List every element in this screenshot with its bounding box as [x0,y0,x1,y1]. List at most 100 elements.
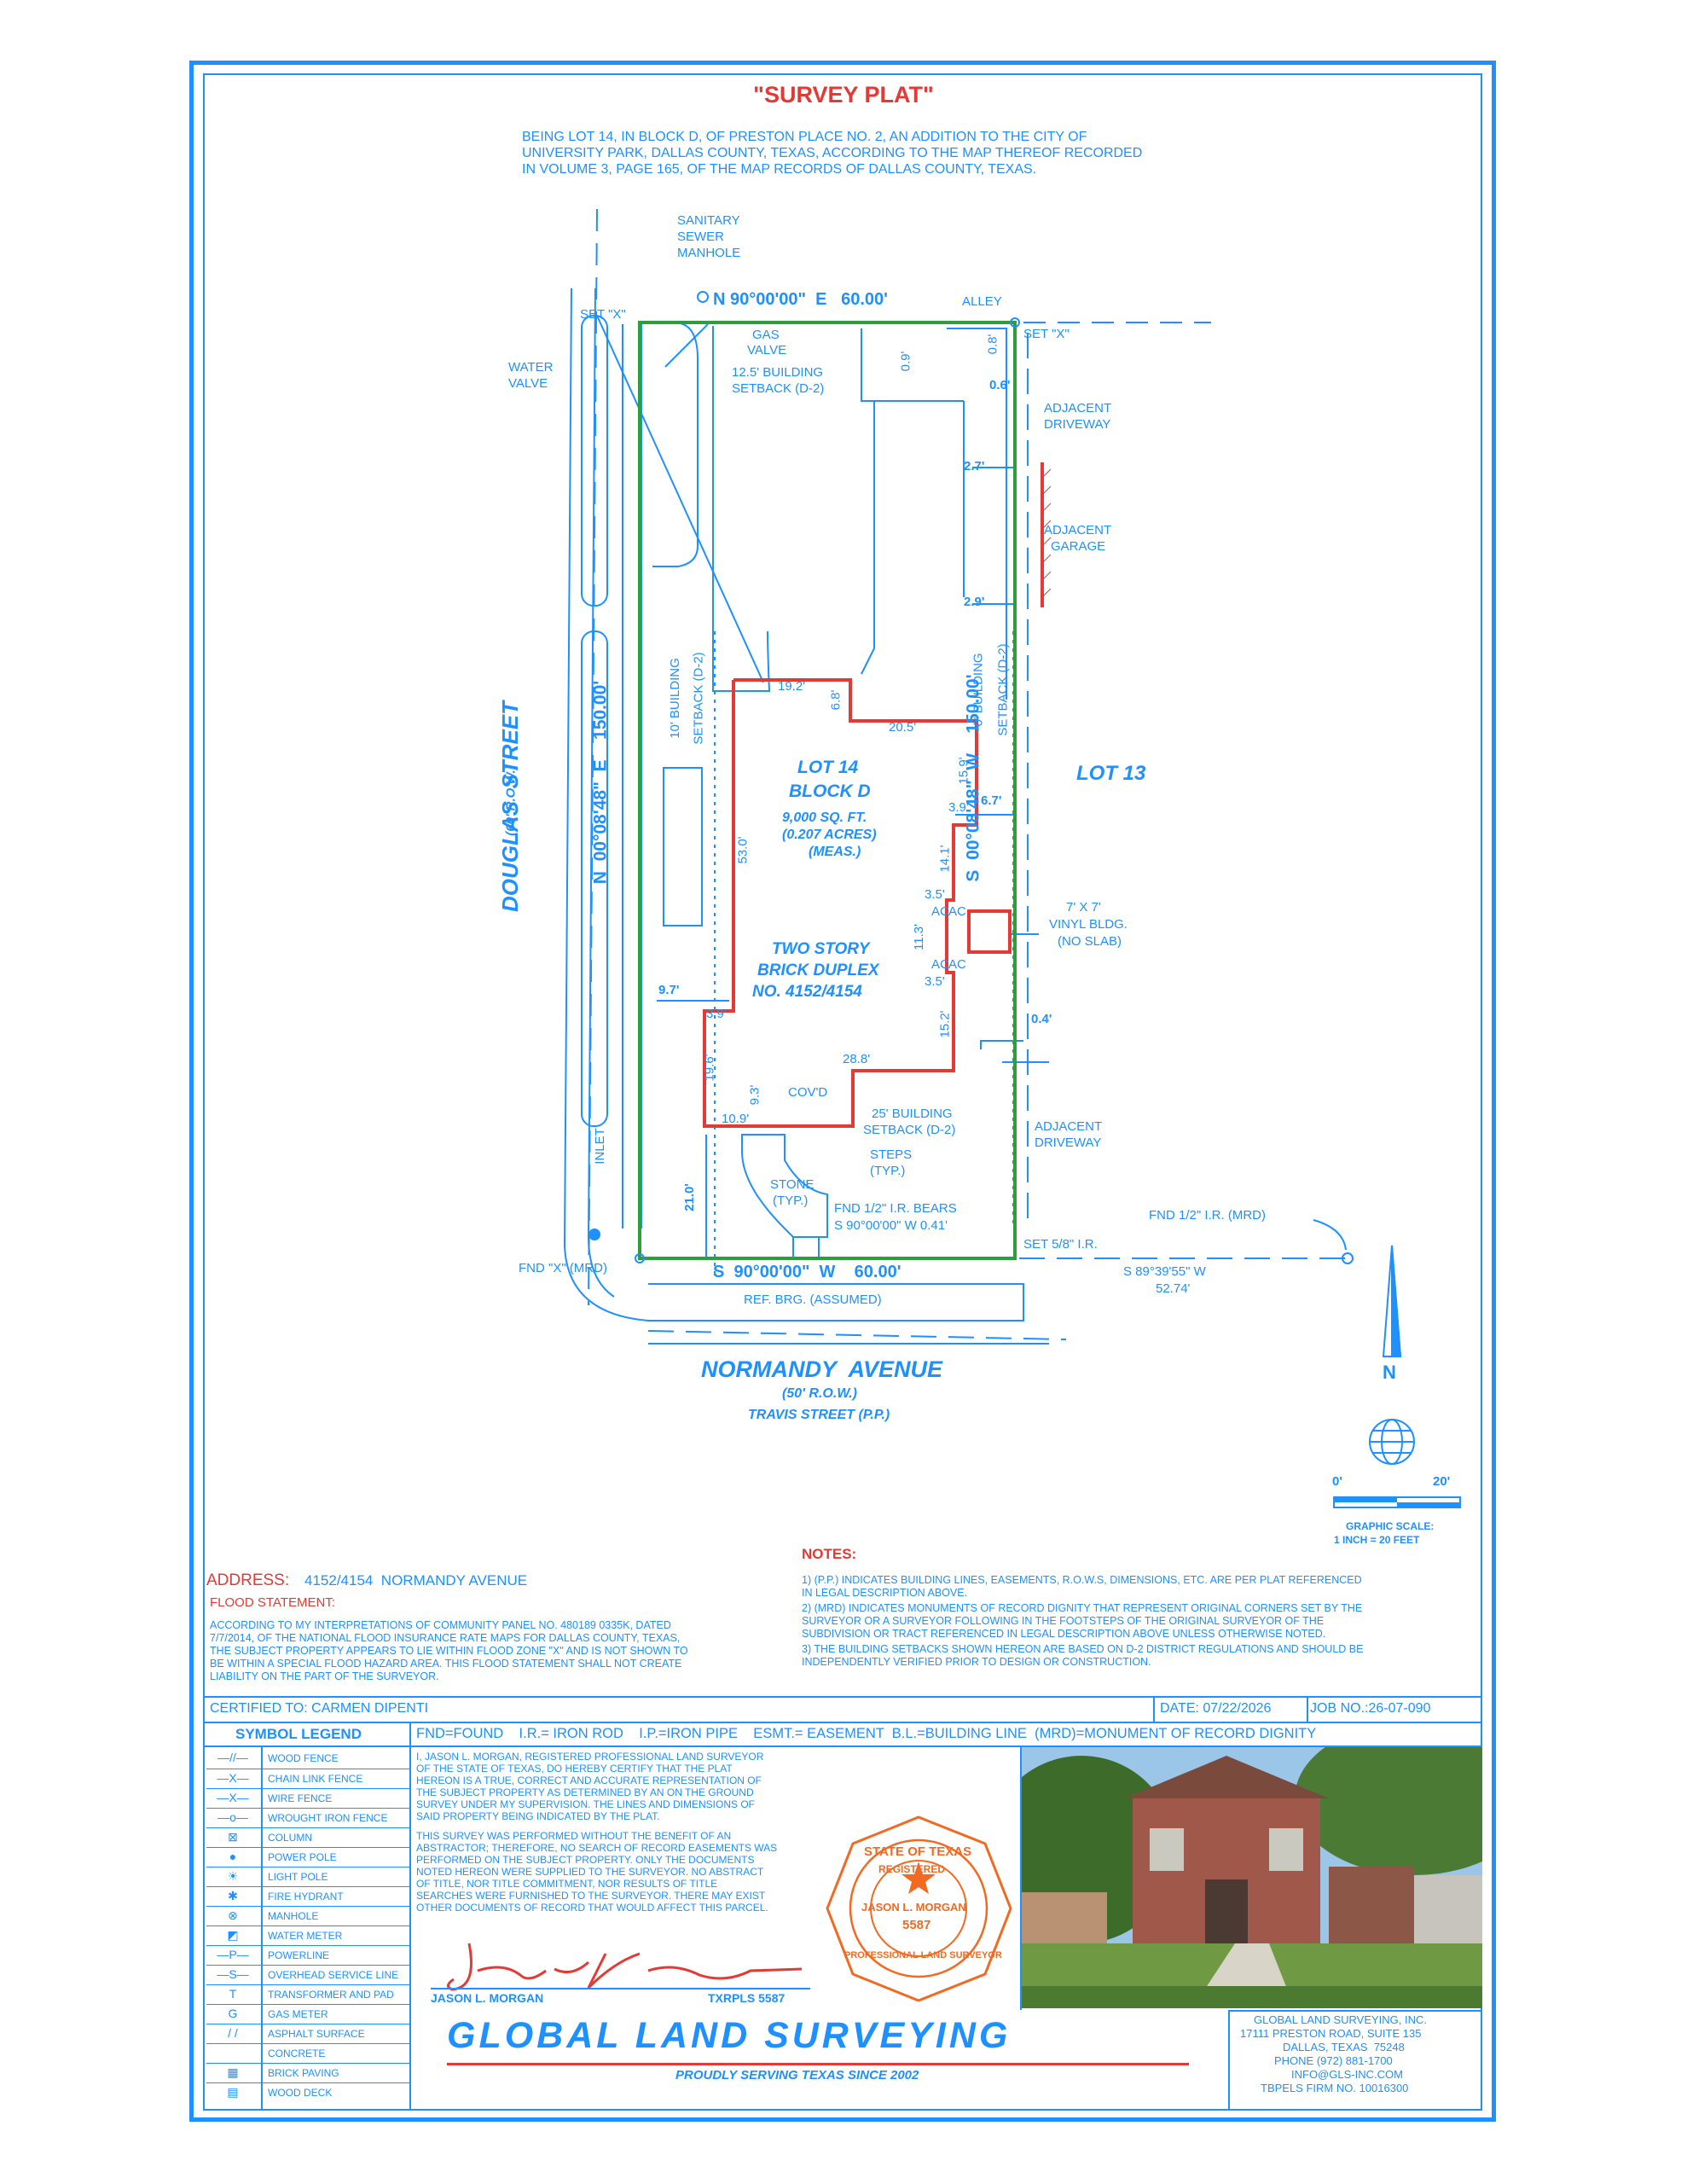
south-line-bearing: S 90°00'00" W 60.00' [713,1263,901,1281]
flood-statement-line: ACCORDING TO MY INTERPRETATIONS OF COMMU… [210,1619,671,1631]
legend-symbol: —P— [217,1948,249,1961]
sewer-label: MANHOLE [677,246,741,260]
parkway-island [581,315,608,607]
dim-label: 11.3' [911,924,926,950]
dim-label: 21.0' [681,1183,697,1211]
logo-rule [447,2063,1189,2065]
legend-symbol: —X— [217,1771,249,1785]
normandy-avenue-label: NORMANDY AVENUE [701,1356,943,1382]
legend-item: ▤WOOD DECK [206,2082,409,2102]
dim-label: 3.9' [706,1007,727,1021]
legal-description-line: IN VOLUME 3, PAGE 165, OF THE MAP RECORD… [522,162,1037,177]
certification-line: NOTED HEREON WERE SUPPLIED TO THE SURVEY… [416,1866,764,1878]
legend-symbol: —//— [217,1751,248,1764]
set-x-monument [1010,317,1020,328]
lot-area: 9,000 SQ. FT. [782,810,867,825]
note-line: INDEPENDENTLY VERIFIED PRIOR TO DESIGN O… [802,1656,1151,1668]
building-label: TWO STORY [772,940,870,958]
note-line: IN LEGAL DESCRIPTION ABOVE. [802,1587,968,1599]
found-iron-rod-label: S 90°00'00" W 0.41' [834,1218,948,1233]
rear-setback-label: 12.5' BUILDING [732,365,824,380]
alley-label: ALLEY [962,294,1002,309]
covd-label: COV'D [788,1085,828,1100]
set-x-label: SET "X" [1023,327,1070,341]
notes-label: NOTES: [802,1546,857,1562]
legend-symbol: —o— [217,1810,248,1824]
driveway-outline [652,322,699,567]
survey-date: DATE: 07/22/2026 [1160,1701,1272,1716]
brick-paving-icon: ▦ [227,2065,239,2079]
west-setback-label: SETBACK (D-2) [691,652,706,745]
certification-line: OF TITLE, NOR TITLE COMMITMENT, NOR RESU… [416,1878,718,1890]
legend-label: WOOD DECK [268,2087,333,2099]
title-block-divider [1153,1696,1155,1722]
set-iron-rod-label: SET 5/8" I.R. [1023,1237,1098,1252]
lot-boundary [638,321,1017,1260]
north-arrow-label: N [1383,1362,1396,1383]
tie-line-bearing: S 89°39'55" W [1123,1264,1206,1279]
outer-border [189,61,1496,2122]
legend-label: WOOD FENCE [268,1752,339,1764]
dim-label: 0.9' [898,351,913,372]
flood-statement-line: THE SUBJECT PROPERTY APPEARS TO LIE WITH… [210,1645,688,1657]
tie-line-distance: 52.74' [1156,1281,1191,1296]
ac-unit-label: AC [931,957,949,972]
dim-label: 0.4' [1031,1012,1052,1026]
adjacent-driveway-label: DRIVEWAY [1035,1136,1102,1150]
certification-line: OTHER DOCUMENTS OF RECORD THAT WOULD AFF… [416,1902,768,1914]
dim-label: 14.1' [937,845,953,873]
title-block-divider [203,1696,1482,1698]
lot-area: (0.207 ACRES) [782,828,877,842]
legend-label: TRANSFORMER AND PAD [268,1989,394,2001]
water-valve-label: WATER [508,360,554,375]
dim-label: 19.2' [778,679,806,694]
company-tagline: PROUDLY SERVING TEXAS SINCE 2002 [675,2068,919,2082]
legal-description-line: UNIVERSITY PARK, DALLAS COUNTY, TEXAS, A… [522,146,1143,160]
normandy-powerline [647,1330,1067,1340]
legend-label: COLUMN [268,1832,313,1844]
water-valve-label: VALVE [508,376,548,391]
column-icon: ⊠ [228,1830,238,1844]
graphic-scale-fill [1397,1502,1460,1507]
property-photo [1022,1747,1482,2008]
travis-street-label: TRAVIS STREET (P.P.) [748,1408,890,1422]
east-setback-label: SETBACK (D-2) [995,643,1011,736]
certification-line: HEREON IS A TRUE, CORRECT AND ACCURATE R… [416,1774,762,1786]
walkway [980,1040,1023,1049]
note-line: SURVEYOR OR A SURVEYOR FOLLOWING IN THE … [802,1615,1325,1627]
flood-statement-line: 7/7/2014, OF THE NATIONAL FLOOD INSURANC… [210,1632,681,1644]
adjacent-driveway-label: ADJACENT [1044,401,1112,415]
certification-line: THIS SURVEY WAS PERFORMED WITHOUT THE BE… [416,1830,732,1842]
signature-line [431,1988,810,1989]
patio-outline [861,328,964,675]
legend-symbol: —X— [217,1791,249,1804]
sewer-line [664,323,709,368]
legend-item: —//— WOOD FENCE [206,1749,409,1768]
normandy-curb [648,1283,1024,1321]
title-block-divider [1228,2010,1482,2012]
legend-item: ●POWER POLE [206,1847,409,1867]
steps [792,1236,820,1259]
note-line: 1) (P.P.) INDICATES BUILDING LINES, EASE… [802,1574,1362,1586]
leader [1313,1219,1347,1251]
dim-label: 6.8' [828,689,844,711]
company-line: PHONE (972) 881-1700 [1274,2054,1393,2067]
ac-unit-label: AC [931,904,949,919]
fnd-x-monument [635,1253,645,1263]
legend-label: GAS METER [268,2008,328,2020]
title-block-divider [1307,1696,1308,1722]
found-iron-rod-mrd-label: FND 1/2" I.R. (MRD) [1149,1208,1266,1223]
rear-setback-label: SETBACK (D-2) [732,381,825,396]
legend-item: CONCRETE [206,2043,409,2063]
legend-item: ⊠ COLUMN [206,1827,409,1847]
flood-statement-label: FLOOD STATEMENT: [210,1595,335,1610]
douglas-row-label: (60' R.O.W.) [503,765,519,836]
company-line: GLOBAL LAND SURVEYING, INC. [1254,2013,1428,2026]
douglas-street-curb [563,288,649,1321]
legend-label: BRICK PAVING [268,2067,339,2079]
abbreviations: FND=FOUND I.R.= IRON ROD I.P.=IRON PIPE … [416,1726,1317,1741]
dim-label: 10.9' [722,1112,750,1126]
dim-label: 19.6' [702,1054,717,1082]
legend-item: —o—WROUGHT IRON FENCE [206,1808,409,1827]
